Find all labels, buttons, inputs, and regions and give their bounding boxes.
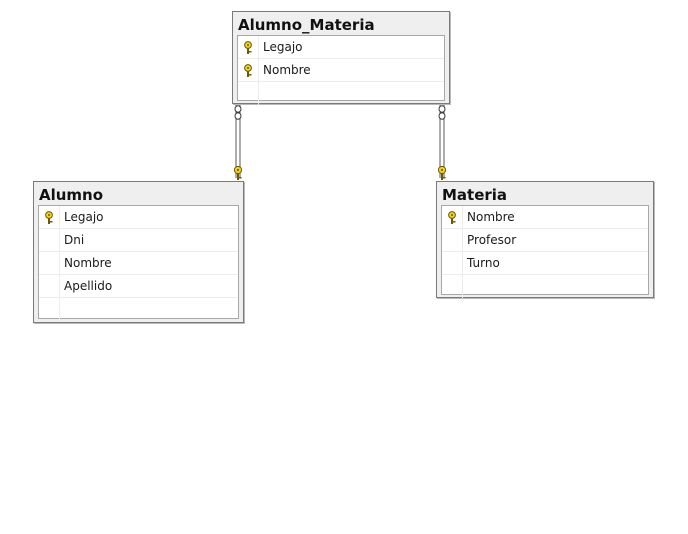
primary-key-icon — [45, 211, 53, 224]
row-selector[interactable] — [39, 298, 60, 321]
column-row-legajo[interactable]: Legajo — [238, 36, 444, 59]
relationship-alumno-materia-to-alumno[interactable] — [233, 104, 243, 180]
primary-key-icon — [448, 211, 456, 224]
row-selector[interactable] — [39, 229, 60, 251]
column-name: Nombre — [263, 63, 311, 77]
row-selector[interactable] — [238, 59, 259, 81]
column-name: Legajo — [64, 210, 104, 224]
column-name: Nombre — [64, 256, 112, 270]
column-grid: Nombre Profesor Turno — [441, 205, 649, 298]
column-name: Turno — [467, 256, 500, 270]
row-selector[interactable] — [442, 229, 463, 251]
column-row-turno[interactable]: Turno — [442, 252, 648, 275]
column-grid: Legajo Dni Nombre Apellido — [38, 205, 239, 321]
column-name: Dni — [64, 233, 85, 247]
new-column-row[interactable] — [442, 275, 648, 298]
table-title[interactable]: Alumno — [39, 186, 104, 204]
table-title[interactable]: Alumno_Materia — [238, 16, 375, 34]
column-row-nombre[interactable]: Nombre — [39, 252, 238, 275]
row-selector[interactable] — [39, 275, 60, 297]
column-name: Apellido — [64, 279, 113, 293]
table-materia[interactable]: Materia Nombre Profesor Tu — [436, 181, 654, 298]
row-selector[interactable] — [39, 206, 60, 228]
row-selector[interactable] — [238, 82, 259, 105]
column-name: Profesor — [467, 233, 517, 247]
column-row-nombre[interactable]: Nombre — [238, 59, 444, 82]
row-selector[interactable] — [442, 206, 463, 228]
column-row-apellido[interactable]: Apellido — [39, 275, 238, 298]
row-selector[interactable] — [442, 252, 463, 274]
column-row-legajo[interactable]: Legajo — [39, 206, 238, 229]
one-end-key-icon — [233, 165, 243, 180]
table-alumno-materia[interactable]: Alumno_Materia Legajo — [232, 11, 450, 105]
row-selector[interactable] — [442, 275, 463, 298]
new-column-row[interactable] — [238, 82, 444, 105]
many-end-icon — [438, 105, 446, 120]
table-alumno[interactable]: Alumno Legajo Dni Nombre — [33, 181, 244, 323]
row-selector[interactable] — [238, 36, 259, 58]
primary-key-icon — [244, 64, 252, 77]
column-row-dni[interactable]: Dni — [39, 229, 238, 252]
row-selector[interactable] — [39, 252, 60, 274]
many-end-icon — [234, 105, 242, 120]
new-column-row[interactable] — [39, 298, 238, 321]
column-name: Nombre — [467, 210, 515, 224]
primary-key-icon — [244, 41, 252, 54]
one-end-key-icon — [437, 165, 447, 180]
table-title[interactable]: Materia — [442, 186, 508, 204]
column-name: Legajo — [263, 40, 303, 54]
column-row-nombre[interactable]: Nombre — [442, 206, 648, 229]
column-grid: Legajo Nombre — [237, 35, 445, 105]
relationship-alumno-materia-to-materia[interactable] — [437, 104, 447, 180]
column-row-profesor[interactable]: Profesor — [442, 229, 648, 252]
